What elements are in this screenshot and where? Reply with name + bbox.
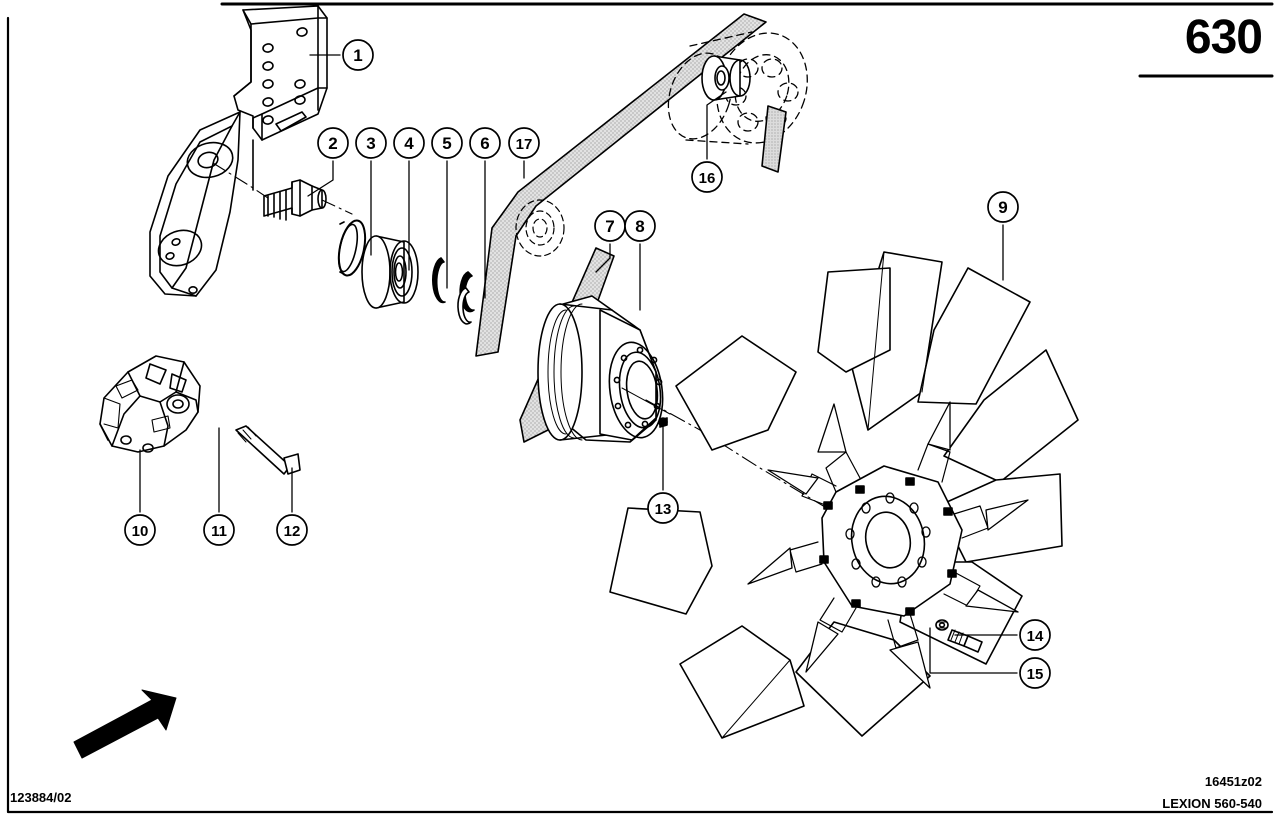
callout-bubble-12[interactable] — [276, 514, 308, 546]
callout-6[interactable]: 6 — [469, 127, 501, 159]
callout-bubble-6[interactable] — [469, 127, 501, 159]
part-idler-dashed — [515, 199, 565, 257]
callout-bubble-11[interactable] — [203, 514, 235, 546]
callout-leader-2 — [307, 160, 334, 197]
callout-number-17: 17 — [516, 136, 533, 153]
callout-bubble-17[interactable] — [508, 127, 540, 159]
callout-number-4: 4 — [404, 134, 414, 153]
callout-bubble-9[interactable] — [987, 191, 1019, 223]
callout-number-10: 10 — [132, 523, 149, 540]
travel-direction-arrow — [73, 689, 177, 759]
callout-number-8: 8 — [635, 217, 644, 236]
callout-17[interactable]: 17 — [508, 127, 540, 159]
callout-leader-7 — [595, 243, 611, 273]
fan-hub — [789, 443, 989, 649]
callout-12[interactable]: 12 — [276, 514, 308, 546]
callout-8[interactable]: 8 — [624, 210, 656, 242]
callout-bubble-14[interactable] — [1019, 619, 1051, 651]
callout-number-15: 15 — [1027, 666, 1044, 683]
part-crank-pulley-hub — [701, 55, 751, 101]
page-number: 630 — [1184, 11, 1263, 64]
page-frame — [6, 2, 1274, 814]
callout-bubble-3[interactable] — [355, 127, 387, 159]
part-circlip-2 — [457, 287, 472, 325]
callout-number-12: 12 — [284, 523, 301, 540]
callout-13[interactable]: 13 — [647, 492, 679, 524]
model-name: LEXION 560-540 — [1162, 796, 1262, 811]
callout-11[interactable]: 11 — [203, 514, 235, 546]
callout-bubble-1[interactable] — [342, 39, 374, 71]
callout-bubble-16[interactable] — [691, 161, 723, 193]
callout-leader-16 — [706, 91, 727, 160]
callout-number-13: 13 — [655, 501, 672, 518]
part-fan-washer — [935, 619, 949, 631]
callout-bubble-10[interactable] — [124, 514, 156, 546]
callout-number-1: 1 — [353, 46, 362, 65]
callout-3[interactable]: 3 — [355, 127, 387, 159]
part-tensioner — [99, 355, 201, 453]
callout-number-16: 16 — [699, 170, 716, 187]
drawing-code: 16451z02 — [1204, 774, 1262, 789]
callout-number-6: 6 — [480, 134, 489, 153]
callout-number-5: 5 — [442, 134, 451, 153]
callout-9[interactable]: 9 — [987, 191, 1019, 223]
callout-bubble-8[interactable] — [624, 210, 656, 242]
centerline-1 — [212, 162, 269, 199]
part-snapring — [432, 257, 446, 304]
part-long-bolt — [235, 425, 301, 475]
callout-7[interactable]: 7 — [594, 210, 626, 242]
callout-bubble-4[interactable] — [393, 127, 425, 159]
callout-10[interactable]: 10 — [124, 514, 156, 546]
callout-15[interactable]: 15 — [1019, 657, 1051, 689]
part-spindle — [263, 179, 327, 221]
callout-number-14: 14 — [1027, 628, 1044, 645]
belt-tail — [761, 105, 787, 173]
callout-number-11: 11 — [211, 523, 227, 540]
part-ring-large — [337, 219, 367, 277]
part-drive-belt — [475, 13, 767, 357]
part-fan-bolt — [947, 629, 983, 653]
part-bracket — [149, 5, 328, 297]
callout-2[interactable]: 2 — [317, 127, 349, 159]
callout-number-2: 2 — [328, 134, 337, 153]
callout-bubble-15[interactable] — [1019, 657, 1051, 689]
callout-bubble-13[interactable] — [647, 492, 679, 524]
callout-16[interactable]: 16 — [691, 161, 723, 193]
callout-5[interactable]: 5 — [431, 127, 463, 159]
callout-number-9: 9 — [998, 198, 1007, 217]
centerline-2 — [321, 199, 353, 215]
callout-number-3: 3 — [366, 134, 375, 153]
callout-1[interactable]: 1 — [342, 39, 374, 71]
callout-bubble-5[interactable] — [431, 127, 463, 159]
part-bearing — [361, 235, 419, 309]
part-cooling-fan — [609, 251, 1079, 739]
callout-leader-15 — [929, 627, 1018, 674]
callout-number-7: 7 — [605, 217, 614, 236]
part-pulley-hub — [537, 295, 664, 443]
callout-bubble-2[interactable] — [317, 127, 349, 159]
callout-4[interactable]: 4 — [393, 127, 425, 159]
document-number: 123884/02 — [10, 790, 72, 805]
callout-14[interactable]: 14 — [1019, 619, 1051, 651]
